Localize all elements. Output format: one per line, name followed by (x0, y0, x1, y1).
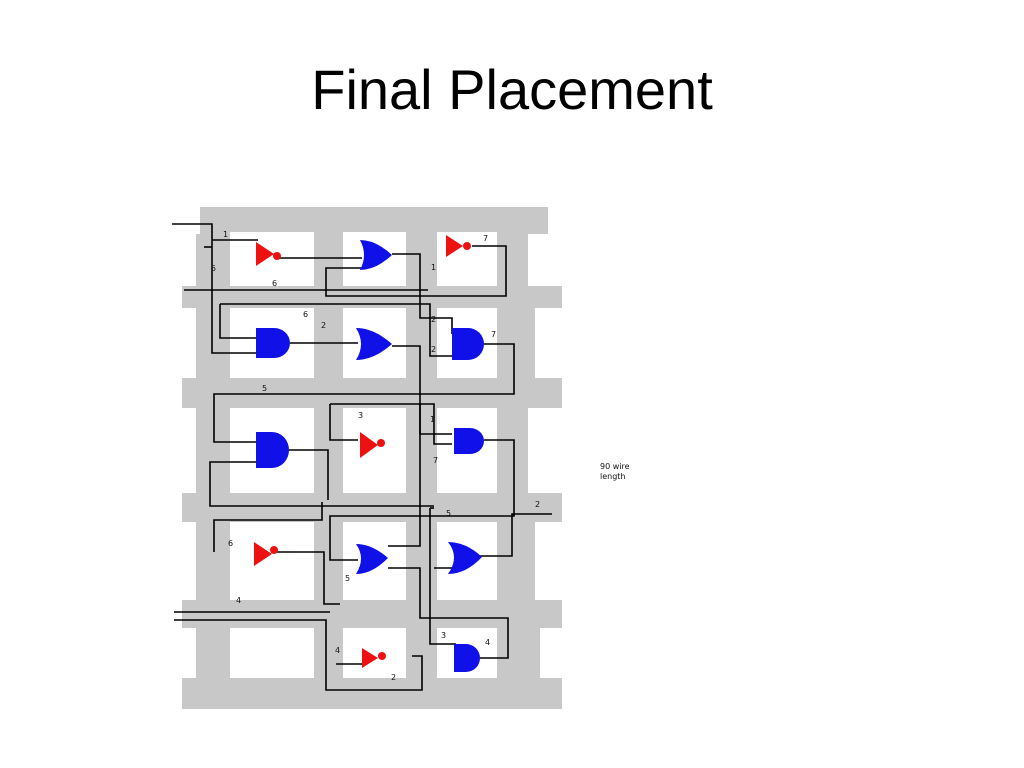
wire-label: 2 (431, 315, 436, 324)
wire-label: 5 (211, 264, 216, 273)
wire-label: 4 (236, 596, 241, 605)
wire-label: 5 (345, 574, 350, 583)
routing-fabric (182, 207, 562, 709)
and-gate (454, 428, 484, 454)
cell-r4c1 (230, 522, 314, 600)
or-gate (356, 328, 392, 360)
cell-r5c2 (343, 628, 406, 678)
wire-label: 5 (262, 384, 267, 393)
wire-label: 6 (228, 539, 233, 548)
inverter-gate (362, 648, 386, 668)
fabric-notches (182, 234, 562, 678)
wire-label: 3 (358, 411, 363, 420)
wire-label: 7 (491, 330, 496, 339)
wire-label: 7 (433, 456, 438, 465)
and-gate (454, 644, 480, 672)
or-gate (356, 544, 388, 574)
wire-label: 6 (272, 279, 277, 288)
and-gate (452, 328, 484, 360)
wire-label: 3 (441, 631, 446, 640)
inverter-gate (446, 235, 471, 257)
gates (254, 235, 484, 672)
wire-label: 2 (535, 500, 540, 509)
note-line: length (600, 472, 626, 481)
cell-r5c1 (230, 628, 314, 678)
wire-length-note: 90 wire length (600, 462, 630, 481)
cell-r3c2 (343, 408, 406, 493)
and-gate (256, 328, 290, 358)
wire-labels: 1 5 6 7 1 6 2 2 2 7 5 3 1 7 5 2 6 5 4 3 … (211, 230, 540, 682)
cell-r1c1 (230, 232, 314, 286)
wire-label: 4 (485, 638, 490, 647)
wires (172, 223, 552, 691)
inverter-gate (256, 242, 281, 266)
wire-label: 1 (223, 230, 228, 239)
note-line: 90 wire (600, 462, 630, 471)
wire-label: 5 (446, 509, 451, 518)
inverter-gate (360, 432, 385, 458)
inverter-gate (254, 542, 278, 566)
wire-label: 2 (431, 345, 436, 354)
wire-label: 7 (483, 234, 488, 243)
wire-label: 6 (303, 310, 308, 319)
wire-label: 2 (391, 673, 396, 682)
or-gate (448, 542, 482, 574)
and-gate (256, 432, 289, 468)
wire-label: 4 (335, 646, 340, 655)
slide-title: Final Placement (311, 58, 713, 121)
or-gate (360, 240, 392, 270)
wire-label: 1 (430, 415, 435, 424)
wire-label: 2 (321, 321, 326, 330)
wire-label: 1 (431, 263, 436, 272)
logic-cells (230, 232, 497, 678)
